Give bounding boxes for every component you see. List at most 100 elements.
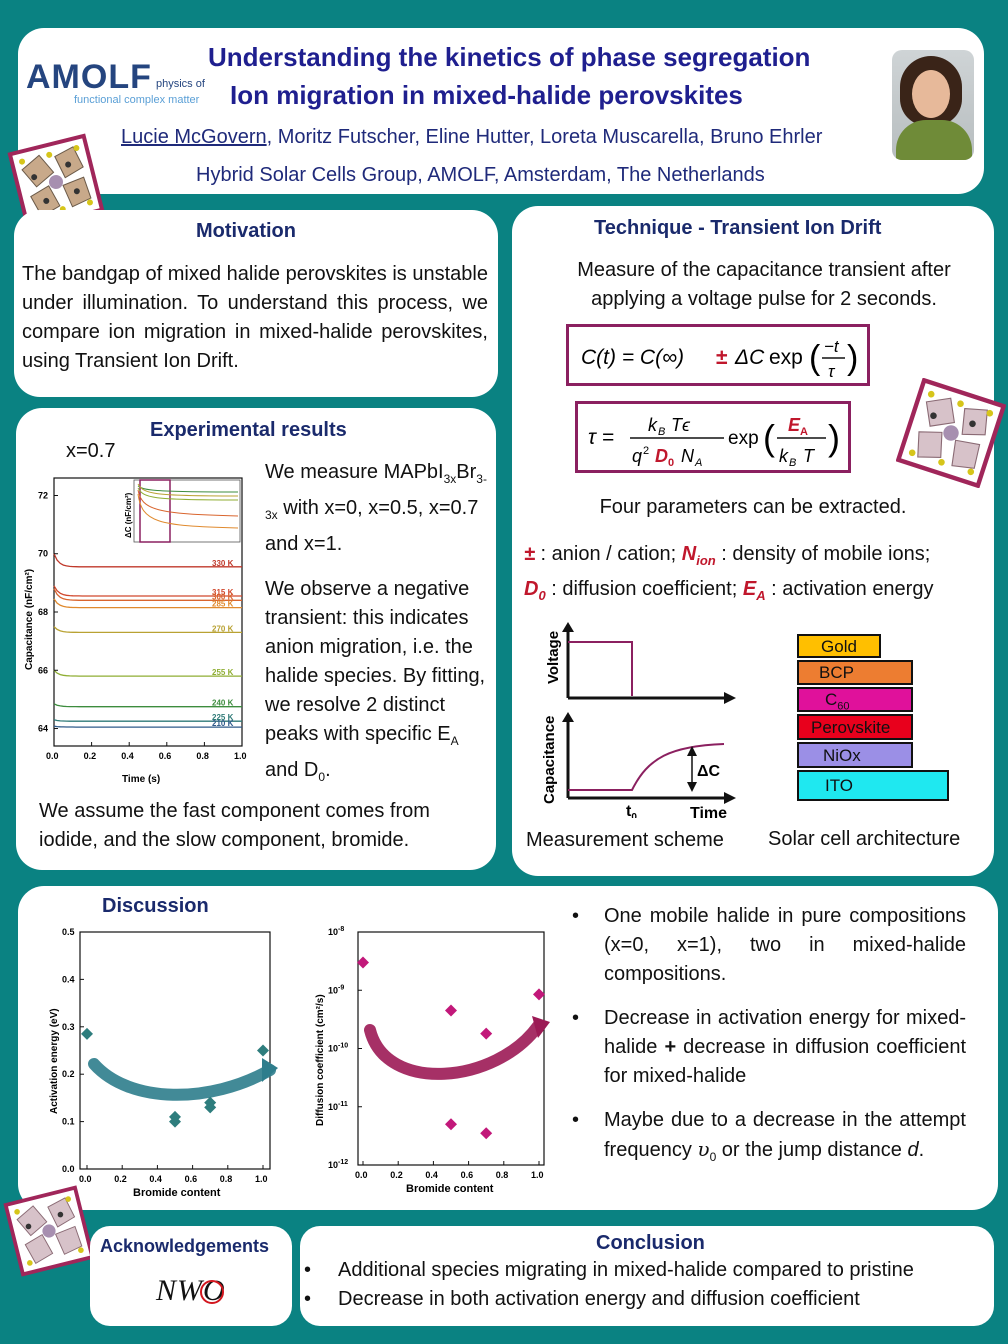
series-line xyxy=(53,585,242,597)
conclusion-item: • Decrease in both activation energy and… xyxy=(300,1285,990,1314)
legend-nion-letter: N xyxy=(681,543,697,565)
scheme-voltage-label: Voltage xyxy=(545,631,562,684)
poster-title-line2: Ion migration in mixed-halide perovskite… xyxy=(230,80,743,110)
legend-ea-letter: E xyxy=(742,578,757,600)
legend-ea-text: : activation energy xyxy=(765,578,934,600)
nwo-logo-accent xyxy=(200,1280,224,1304)
poster-title-line1: Understanding the kinetics of phase segr… xyxy=(208,42,811,72)
series-line xyxy=(53,626,242,634)
p2-part-a: We observe a negative transient: this in… xyxy=(265,578,486,745)
b3-sub: 0 xyxy=(709,1150,717,1164)
svg-text:D: D xyxy=(655,446,668,466)
y-tick-label: 10-9 xyxy=(328,984,344,995)
y-tick-label: 70 xyxy=(38,549,48,559)
cap-xlabel: Time (s) xyxy=(122,774,160,785)
conclusion-item-text: Additional species migrating in mixed-ha… xyxy=(338,1259,914,1281)
x-tick-label: 0.2 xyxy=(114,1174,127,1184)
x-tick-label: 0.6 xyxy=(185,1174,198,1184)
y-tick-label: 0.4 xyxy=(62,974,75,984)
layer-niox: NiOx xyxy=(797,742,913,768)
x-tick-label: 0.6 xyxy=(159,751,172,761)
legend-ea-sub: A xyxy=(756,588,766,603)
conclusion-item-text: Decrease in both activation energy and d… xyxy=(338,1288,860,1310)
data-point xyxy=(445,1004,457,1017)
data-point xyxy=(357,956,369,969)
capacitance-equation: C(t) = C(∞) ± ΔC exp ( −t τ ) xyxy=(566,324,870,386)
legend-d0-letter: D xyxy=(524,578,539,600)
p1-sub-1: 3x xyxy=(443,472,457,486)
layer-ito: ITO xyxy=(797,770,949,801)
svg-text:exp: exp xyxy=(728,428,759,449)
p2-part-c: . xyxy=(325,759,331,781)
d-ylabel: Diffusion coefficient (cm²/s) xyxy=(315,994,326,1126)
x-tick-label: 0.8 xyxy=(196,751,209,761)
b2-part-a: Decrease in activation energy for mixed-… xyxy=(604,1007,966,1058)
technique-title: Technique - Transient Ion Drift xyxy=(594,217,882,239)
voltage-pulse xyxy=(568,641,633,696)
x-tick-label: 1.0 xyxy=(531,1170,544,1180)
x-tick-label: 0.8 xyxy=(220,1174,233,1184)
series-label: 225 K xyxy=(212,713,234,722)
data-point xyxy=(480,1127,493,1140)
data-point xyxy=(257,1044,269,1057)
scheme-dc-label: ΔC xyxy=(697,763,721,780)
data-point xyxy=(480,1027,493,1040)
y-tick-label: 10-12 xyxy=(328,1159,348,1170)
svg-text:−t: −t xyxy=(824,337,840,356)
acknowledgements-title: Acknowledgements xyxy=(100,1236,270,1256)
p2-part-b: and D xyxy=(265,759,319,781)
capacitance-transient xyxy=(568,743,725,791)
discussion-bullet-3-text: Maybe due to a decrease in the attempt f… xyxy=(604,1106,966,1172)
svg-text:(: ( xyxy=(809,339,821,377)
b3-d: d xyxy=(907,1139,919,1161)
x-tick-label: 0.4 xyxy=(425,1170,438,1180)
layer-c60: C60 xyxy=(797,687,913,712)
b3-part-b: or the jump distance xyxy=(716,1139,908,1161)
svg-text:τ =: τ = xyxy=(588,426,614,449)
experimental-title: Experimental results xyxy=(150,419,347,441)
series-label: 315 K xyxy=(212,588,234,597)
author-portrait xyxy=(892,50,974,160)
y-tick-label: 64 xyxy=(38,724,48,734)
svg-text:B: B xyxy=(789,457,796,469)
d-trend-arrow xyxy=(364,1020,544,1080)
svg-text:A: A xyxy=(694,457,702,469)
four-parameters-text: Four parameters can be extracted. xyxy=(599,496,907,518)
bullet-dot: • xyxy=(304,1288,312,1310)
first-author: Lucie McGovern xyxy=(121,126,267,148)
p2-sub-2: 0 xyxy=(318,770,326,784)
svg-text:B: B xyxy=(658,426,665,438)
svg-text:E: E xyxy=(788,415,801,435)
scheme-t0-label: t0 xyxy=(626,803,637,818)
y-tick-label: 10-8 xyxy=(328,926,344,937)
discussion-title: Discussion xyxy=(102,895,209,917)
scheme-time-label: Time xyxy=(690,805,727,818)
y-tick-label: 10-11 xyxy=(328,1101,348,1112)
svg-text:exp: exp xyxy=(769,346,803,369)
svg-text:): ) xyxy=(828,417,840,458)
architecture-caption: Solar cell architecture xyxy=(768,828,961,850)
legend-pm-text: : anion / cation; xyxy=(534,543,682,565)
svg-text:C(t) = C(∞): C(t) = C(∞) xyxy=(581,346,684,369)
affiliation: Hybrid Solar Cells Group, AMOLF, Amsterd… xyxy=(196,164,765,186)
x-tick-label: 0.2 xyxy=(84,751,97,761)
scheme-caption: Measurement scheme xyxy=(526,829,724,851)
motivation-panel: Motivation The bandgap of mixed halide p… xyxy=(14,210,498,397)
b3-part-c: . xyxy=(918,1139,925,1161)
solar-cell-stack: Gold BCP C60 Perovskite NiOx ITO xyxy=(797,634,957,804)
legend-nion-sub: ion xyxy=(696,553,716,568)
svg-text:Tϵ: Tϵ xyxy=(671,415,691,435)
experimental-paragraph-1: We measure MAPbI3xBr3-3x with x=0, x=0.5… xyxy=(265,458,496,559)
x-tick-label: 0.0 xyxy=(355,1170,368,1180)
time-constant-equation: τ = k B Tϵ q 2 D 0 N A exp ( E A k B T ) xyxy=(575,401,851,473)
perovskite-crystal-icon xyxy=(895,377,1007,489)
series-label: 285 K xyxy=(212,600,234,609)
ea-trend-arrow xyxy=(88,1058,276,1101)
layer-gold: Gold xyxy=(797,634,881,658)
series-label: 240 K xyxy=(212,699,234,708)
svg-text:): ) xyxy=(847,339,858,377)
technique-intro: Measure of the capacitance transient aft… xyxy=(577,259,951,310)
series-line xyxy=(53,669,242,677)
